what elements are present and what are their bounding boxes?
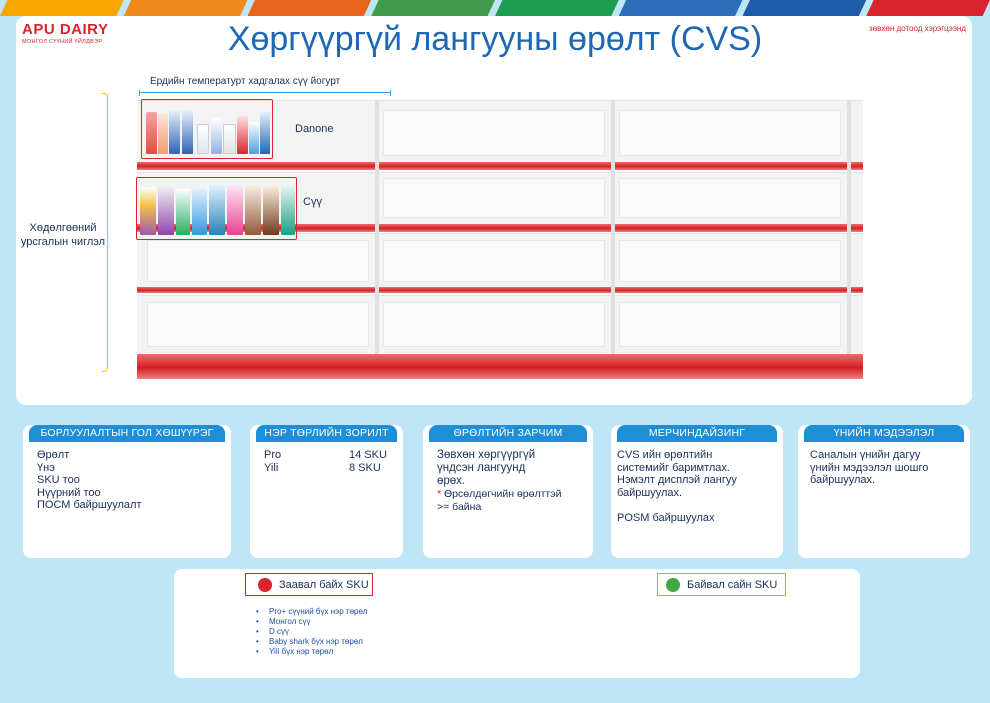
list-item: Pro+ сүүний бүх нэр төрөл	[256, 607, 368, 617]
shelf-panel	[619, 240, 841, 282]
shelf-panel	[619, 110, 841, 156]
page-title: Хөргүүргүй лангууны өрөлт (CVS)	[227, 20, 763, 58]
strip-segment	[742, 0, 867, 16]
brand-color-strip	[0, 0, 990, 16]
card-sales-drivers-body: Өрөлт Үнэ SKU тоо Нүүрний тоо ПОСМ байрш…	[37, 449, 223, 512]
list-item: CVS ийн өрөлтийн	[617, 449, 713, 461]
list-item: байршуулах.	[810, 474, 876, 486]
brand-name: Yili	[264, 461, 279, 474]
traffic-flow-label: Хөдөлгөөний урсгалын чиглэл	[20, 222, 106, 248]
shelf-rail	[137, 224, 863, 232]
strip-segment	[495, 0, 619, 16]
list-item: Yili бүх нэр төрөл	[256, 647, 368, 657]
brand-target-row: Pro 14 SKU	[264, 449, 395, 462]
milk-product-group	[136, 177, 297, 240]
green-dot-icon	[666, 577, 680, 592]
card-brand-targets: НЭР ТӨРЛИЙН ЗОРИЛТ Pro 14 SKU Yili 8 SKU	[250, 425, 403, 558]
principle-note: >= байна	[437, 501, 482, 513]
strip-segment	[0, 0, 124, 16]
list-item	[617, 499, 775, 512]
shelf-label-milk: Сүү	[303, 196, 322, 208]
shelf-divider	[611, 100, 615, 354]
shelf-base-rail	[137, 354, 863, 379]
list-item: Өрөлт	[37, 449, 70, 461]
danone-product-group	[141, 99, 273, 159]
shelf-panel	[383, 302, 605, 347]
shelf-panel	[619, 178, 841, 218]
list-item: Нэмэлт дисплэй лангуу	[617, 474, 737, 486]
brand-sku-count: 14 SKU	[349, 449, 387, 461]
shelf-panel	[383, 110, 605, 156]
shelf-rail	[137, 287, 863, 293]
strip-segment	[247, 0, 372, 16]
shelf-panel	[383, 240, 605, 282]
shelf-divider	[375, 100, 379, 354]
strip-segment	[618, 0, 743, 16]
card-price-info-header: ҮНИЙН МЭДЭЭЛЭЛ	[804, 425, 964, 442]
shelf-label-danone: Danone	[295, 123, 334, 135]
list-item: байршуулах.	[617, 486, 683, 499]
strip-segment	[123, 0, 248, 16]
list-item: Baby shark бүх нэр төрөл	[256, 637, 368, 647]
shelf-unit-illustration: Danone Сүү	[136, 99, 863, 379]
shelf-panel	[619, 302, 841, 347]
list-item: POSM байршуулах	[617, 512, 715, 524]
card-sales-drivers-header: БОРЛУУЛАЛТЫН ГОЛ ХӨШҮҮРЭГ	[29, 425, 225, 442]
card-price-info-body: Саналын үнийн дагуу үнийн мэдээлэл шошго…	[810, 449, 962, 487]
shelf-panel	[147, 302, 369, 347]
list-item: Саналын үнийн дагуу	[810, 449, 921, 461]
card-merchandising-header: МЕРЧИНДАЙЗИНГ	[617, 425, 777, 442]
shelf-rail	[137, 162, 863, 170]
list-item: Монгол сүү	[256, 617, 368, 627]
shelf-range-indicator	[139, 90, 391, 96]
good-to-have-sku-label: Байвал сайн SKU	[687, 578, 778, 591]
shelf-range-label: Ердийн температурт хадгалах сүү йогурт	[150, 76, 341, 87]
card-price-info: ҮНИЙН МЭДЭЭЛЭЛ Саналын үнийн дагуу үнийн…	[798, 425, 970, 558]
brand-name: Pro	[264, 449, 282, 461]
list-item: үнийн мэдээлэл шошго	[810, 461, 929, 474]
shelf-divider	[847, 100, 851, 354]
must-have-sku-label: Заавал байх SKU	[279, 578, 369, 591]
card-merchandising-body: CVS ийн өрөлтийн системийг баримтлах. Нэ…	[617, 449, 775, 525]
brand-target-row: Yili 8 SKU	[264, 462, 395, 475]
principle-note: * Өрсөлдөгчийн өрөлттэй	[437, 488, 562, 500]
strip-segment	[866, 0, 990, 16]
traffic-flow-bracket	[102, 93, 108, 372]
logo-tagline: МОНГОЛ СҮҮНИЙ ҮЙЛДВЭР	[22, 39, 103, 45]
card-merchandising: МЕРЧИНДАЙЗИНГ CVS ийн өрөлтийн системийг…	[611, 425, 783, 558]
must-have-sku-list: Pro+ сүүний бүх нэр төрөл Монгол сүү D с…	[256, 607, 368, 657]
principle-text: үндсэн лангуунд	[437, 462, 526, 474]
list-item: ПОСМ байршуулалт	[37, 499, 142, 511]
red-dot-icon	[258, 577, 272, 592]
internal-use-note: зөвхөн дотоод хэрэгцээнд	[869, 24, 966, 33]
apu-dairy-logo: APU DAIRY МОНГОЛ СҮҮНИЙ ҮЙЛДВЭР	[22, 21, 108, 45]
principle-text: Зөвхөн хөргүүргүй	[437, 449, 536, 461]
list-item: D сүү	[256, 627, 368, 637]
sku-legend-panel: Заавал байх SKU Байвал сайн SKU Pro+ сүү…	[174, 569, 860, 678]
card-brand-targets-body: Pro 14 SKU Yili 8 SKU	[264, 449, 395, 474]
principle-text: өрөх.	[437, 475, 466, 487]
list-item: системийг баримтлах.	[617, 461, 730, 474]
must-have-sku-legend: Заавал байх SKU	[245, 573, 373, 596]
list-item: Нүүрний тоо	[37, 486, 101, 499]
card-placement-principle: ӨРӨЛТИЙН ЗАРЧИМ Зөвхөн хөргүүргүй үндсэн…	[423, 425, 593, 558]
card-placement-principle-body: Зөвхөн хөргүүргүй үндсэн лангуунд өрөх. …	[437, 449, 585, 514]
list-item: Үнэ	[37, 461, 55, 474]
logo-brand-name: APU DAIRY	[22, 21, 109, 38]
card-placement-principle-header: ӨРӨЛТИЙН ЗАРЧИМ	[429, 425, 587, 442]
good-to-have-sku-legend: Байвал сайн SKU	[657, 573, 786, 596]
strip-segment	[371, 0, 495, 16]
list-item: SKU тоо	[37, 474, 80, 486]
card-sales-drivers: БОРЛУУЛАЛТЫН ГОЛ ХӨШҮҮРЭГ Өрөлт Үнэ SKU …	[23, 425, 231, 558]
brand-sku-count: 8 SKU	[349, 461, 381, 474]
shelf-panel	[383, 178, 605, 218]
card-brand-targets-header: НЭР ТӨРЛИЙН ЗОРИЛТ	[256, 425, 397, 442]
shelf-panel	[147, 240, 369, 282]
